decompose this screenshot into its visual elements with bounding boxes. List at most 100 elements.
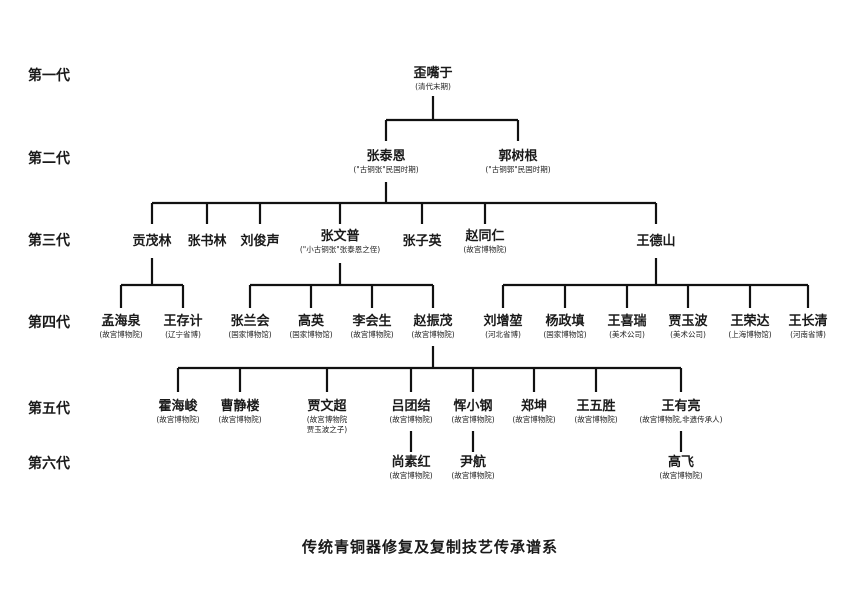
person-note: (故宫博物院) [659, 471, 703, 480]
person-name: 吕团结 [391, 399, 431, 414]
person-node: 孟海泉(故宫博物院) [99, 314, 142, 340]
person-name: 刘俊声 [240, 234, 280, 249]
generation-label: 第一代 [28, 68, 70, 84]
person-node: 张兰会(国家博物馆) [228, 314, 271, 340]
person-note: (故宫博物院) [574, 415, 618, 424]
person-name: 李会生 [352, 314, 392, 329]
person-name: 王有亮 [661, 399, 701, 414]
person-note: (故宫博物院) [411, 330, 455, 339]
person-name: 歪嘴于 [413, 66, 453, 81]
person-note: (美术公司) [609, 330, 645, 339]
person-node: 张子英 [402, 234, 441, 250]
person-note: (故宫博物院) [156, 415, 200, 424]
generation-label: 第四代 [28, 315, 70, 331]
person-note: (国家博物馆) [289, 330, 333, 339]
person-name: 高英 [297, 314, 325, 329]
person-node: 刘俊声 [240, 234, 279, 250]
person-note: ("古铜张"民国时期) [353, 165, 419, 174]
person-node: 王德山 [636, 234, 675, 250]
person-name: 王荣达 [730, 314, 770, 329]
person-name: 尹航 [459, 455, 487, 470]
person-note: (上海博物馆) [728, 330, 772, 339]
person-node: 赵同仁(故宫博物院) [463, 229, 506, 255]
diagram-title: 传统青铜器修复及复制技艺传承谱系 [301, 538, 559, 556]
person-node: 郑坤(故宫博物院) [512, 399, 555, 425]
person-name: 杨政填 [545, 314, 585, 329]
person-name: 赵同仁 [465, 229, 505, 244]
generation-label: 第二代 [28, 151, 70, 167]
person-name: 贾玉波 [668, 314, 708, 329]
person-name: 张兰会 [230, 314, 270, 329]
person-note: (故宫博物院) [350, 330, 394, 339]
person-name: 张文普 [320, 229, 360, 244]
generation-label: 第六代 [28, 456, 70, 472]
person-note: (故宫博物院) [99, 330, 143, 339]
person-node: 贾玉波(美术公司) [668, 314, 707, 340]
person-note: (故宫博物院) [451, 415, 495, 424]
person-note: (河南省博) [790, 330, 826, 339]
generation-label: 第五代 [28, 401, 70, 417]
person-name: 尚素红 [391, 455, 431, 470]
person-name: 张泰恩 [366, 149, 406, 164]
person-name: 王喜瑞 [607, 314, 647, 329]
person-name: 刘增堃 [483, 314, 523, 329]
person-node: 贾文超(故宫博物院 贾玉波之子) [307, 399, 347, 435]
person-name: 孟海泉 [101, 314, 141, 329]
person-name: 恽小钢 [453, 399, 493, 414]
person-node: 赵振茂(故宫博物院) [411, 314, 454, 340]
person-node: 吕团结(故宫博物院) [389, 399, 432, 425]
person-note: (故宫博物院) [463, 245, 507, 254]
person-note: (故宫博物院) [451, 471, 495, 480]
person-name: 贡茂林 [132, 234, 172, 249]
person-name: 贾文超 [307, 399, 347, 414]
person-node: 曹静楼(故宫博物院) [218, 399, 261, 425]
generation-label: 第三代 [28, 233, 70, 249]
person-note: (故宫博物院) [389, 471, 433, 480]
person-note: (故宫博物院 贾玉波之子) [306, 415, 348, 434]
person-name: 王五胜 [576, 399, 616, 414]
person-note: (国家博物馆) [228, 330, 272, 339]
person-node: 高英(国家博物馆) [289, 314, 332, 340]
person-name: 郑坤 [520, 399, 548, 414]
person-node: 李会生(故宫博物院) [350, 314, 393, 340]
person-node: 王喜瑞(美术公司) [607, 314, 646, 340]
person-name: 霍海峻 [158, 399, 198, 414]
person-note: (清代末期) [415, 82, 451, 91]
person-node: 恽小钢(故宫博物院) [451, 399, 494, 425]
person-node: 歪嘴于(清代末期) [413, 66, 452, 92]
person-node: 王有亮(故宫博物院,非遗传承人) [639, 399, 722, 425]
person-node: 王存计(辽宁省博) [163, 314, 202, 340]
person-node: 张文普("小古铜张"张泰恩之侄) [300, 229, 380, 255]
person-note: (美术公司) [670, 330, 706, 339]
person-name: 张子英 [402, 234, 442, 249]
person-node: 尚素红(故宫博物院) [389, 455, 432, 481]
person-name: 王长清 [788, 314, 828, 329]
person-note: ("古铜郭"民国时期) [485, 165, 551, 174]
person-note: ("小古铜张"张泰恩之侄) [299, 245, 381, 254]
person-name: 郭树根 [498, 149, 538, 164]
person-name: 高飞 [667, 455, 695, 470]
person-node: 王五胜(故宫博物院) [574, 399, 617, 425]
person-node: 高飞(故宫博物院) [659, 455, 702, 481]
person-note: (故宫博物院,非遗传承人) [639, 415, 723, 424]
person-name: 曹静楼 [220, 399, 260, 414]
person-note: (故宫博物院) [218, 415, 262, 424]
person-name: 王德山 [636, 234, 676, 249]
person-node: 王长清(河南省博) [788, 314, 827, 340]
person-note: (国家博物馆) [543, 330, 587, 339]
person-node: 贡茂林 [132, 234, 171, 250]
person-node: 刘增堃(河北省博) [483, 314, 522, 340]
person-name: 王存计 [163, 314, 203, 329]
person-name: 张书林 [187, 234, 227, 249]
person-note: (辽宁省博) [165, 330, 201, 339]
person-node: 杨政填(国家博物馆) [543, 314, 586, 340]
person-note: (故宫博物院) [512, 415, 556, 424]
person-node: 张泰恩("古铜张"民国时期) [353, 149, 418, 175]
person-node: 张书林 [187, 234, 226, 250]
person-node: 尹航(故宫博物院) [451, 455, 494, 481]
person-name: 赵振茂 [413, 314, 453, 329]
person-note: (故宫博物院) [389, 415, 433, 424]
person-note: (河北省博) [485, 330, 521, 339]
person-node: 王荣达(上海博物馆) [728, 314, 771, 340]
